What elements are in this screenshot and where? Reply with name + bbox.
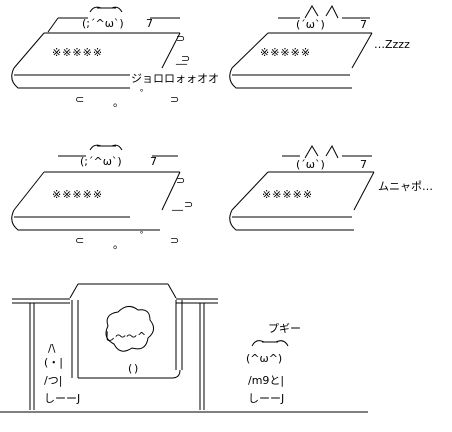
small-paw: /つ| (44, 374, 62, 387)
futon-pattern-4: ※※※※※ (262, 188, 313, 201)
stain-mark-2: ⊃ (181, 52, 190, 65)
face-cat-2: (´ω`) (296, 158, 325, 171)
panel-cat-mumble: (´ω`) 7 ※※※※※ ムニャポ… (229, 144, 433, 231)
stain-wiggle: し〜〜^ (104, 330, 146, 343)
panel-cat-sleep: (´ω`) 7 ※※※※※ …Zzzz (229, 4, 410, 89)
svg-text:7: 7 (146, 17, 153, 30)
svg-text:__: __ (175, 52, 188, 65)
small-feet: しーーJ (44, 392, 80, 405)
drip-o-2: 。 (113, 238, 124, 251)
pig-feet: しーーJ (248, 392, 284, 405)
stain-mark-1: ⊃ (176, 32, 185, 45)
svg-text:7: 7 (360, 18, 367, 31)
futon-pattern: ※※※※※ (52, 46, 103, 59)
small-face: (・| (44, 356, 63, 369)
face-smile: (;´^ω`) (82, 17, 124, 30)
caption-pee: ジョロロォォオオ (131, 72, 219, 85)
svg-text:7: 7 (150, 155, 157, 168)
drip-d: ⊃ (170, 93, 179, 106)
svg-text:7: 7 (360, 158, 367, 171)
panel-futon-pee: (;´^ω`) 7 ※※※※※ __ ⊃ ⊃ ジョロロォォオオ ⊂ 。 ゜ ⊃ (11, 6, 219, 109)
svg-text:/\: /\ (48, 342, 56, 355)
caption-pugi: プギー (268, 322, 301, 335)
face-pig: (^ω^) (246, 352, 282, 365)
drip-deg-2: ゜ (140, 230, 151, 243)
stain-blob (105, 306, 154, 352)
face-nervous: (;´^ω`) (80, 155, 122, 168)
caption-sleep: …Zzzz (374, 38, 410, 51)
futon-pattern-3: ※※※※※ (52, 188, 103, 201)
pig-ears (251, 340, 289, 347)
cat-ears (304, 4, 339, 19)
pig-paw: /m9と| (248, 374, 284, 387)
drip-c: ⊂ (75, 93, 84, 106)
drip-o: 。 (113, 96, 124, 109)
stain-mark-4: ⊃ (184, 198, 193, 211)
svg-text:__: __ (171, 198, 184, 211)
panel-bear-nervous: (;´^ω`) 7 ※※※※※ ⊃ __ ⊃ ⊂ 。 ゜ ⊃ (11, 144, 193, 251)
stain-mark-3: ⊃ (176, 174, 185, 187)
svg-text:): ) (134, 362, 138, 375)
drip-d-2: ⊃ (170, 234, 179, 247)
face-cat: (´ω`) (296, 18, 325, 31)
futon-pattern-2: ※※※※※ (260, 46, 311, 59)
stain-drop: ( (128, 362, 132, 375)
drip-c-2: ⊂ (75, 234, 84, 247)
caption-mumble: ムニャポ… (378, 180, 433, 193)
drip-deg: ゜ (140, 88, 151, 101)
panel-laundry: し〜〜^ ( ) /\ (・| /つ| しーーJ プギー (^ω^) /m9と|… (0, 283, 368, 413)
